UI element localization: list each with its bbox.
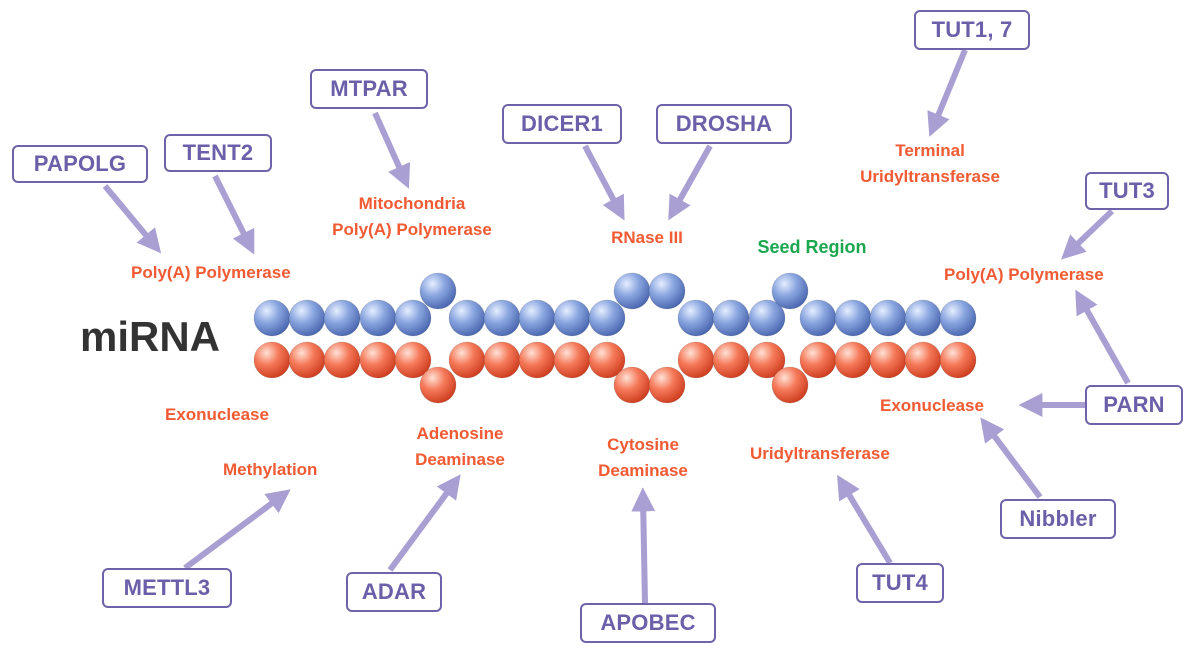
activity-terminal-line1: Terminal — [895, 141, 965, 160]
arrow-tut1-7 — [927, 48, 968, 137]
upper-nucleotide — [904, 299, 942, 337]
lower-nucleotide-bulge — [613, 366, 651, 404]
arrow-nibbler — [980, 417, 1043, 499]
enzyme-drosha: DROSHA — [656, 104, 792, 144]
enzyme-adar: ADAR — [346, 572, 442, 612]
lower-nucleotide — [869, 341, 907, 379]
upper-nucleotide — [677, 299, 715, 337]
lower-nucleotide — [712, 341, 750, 379]
arrow-adar — [387, 474, 461, 572]
mirna-label: miRNA — [80, 313, 221, 360]
lower-nucleotide-bulge — [648, 366, 686, 404]
lower-nucleotide — [939, 341, 977, 379]
upper-nucleotide-bulge — [419, 272, 457, 310]
activity-cytosine-line1: Cytosine — [607, 435, 679, 454]
enzyme-nibbler: Nibbler — [1000, 499, 1116, 539]
lower-nucleotide — [323, 341, 361, 379]
enzyme-tut4: TUT4 — [856, 563, 944, 603]
arrow-dicer1 — [582, 144, 625, 221]
activity-rnase-iii: RNase III — [611, 228, 683, 247]
lower-nucleotide-bulge — [771, 366, 809, 404]
arrow-parn-up — [1075, 289, 1131, 385]
arrow-mettl3 — [183, 489, 291, 571]
upper-nucleotide — [323, 299, 361, 337]
activity-terminal-line2: Uridyltransferase — [860, 167, 1000, 186]
lower-nucleotide — [553, 341, 591, 379]
activity-poly-a-left: Poly(A) Polymerase — [131, 263, 291, 282]
activity-cytosine-line2: Deaminase — [598, 461, 688, 480]
upper-nucleotide — [448, 299, 486, 337]
lower-nucleotide — [834, 341, 872, 379]
enzyme-parn: PARN — [1085, 385, 1183, 425]
enzyme-mtpar: MTPAR — [310, 69, 428, 109]
arrow-tent2 — [212, 174, 255, 255]
activity-mito-line2: Poly(A) Polymerase — [332, 220, 492, 239]
activity-mito-line1: Mitochondria — [358, 194, 466, 213]
seed-region-label: Seed Region — [757, 237, 867, 257]
lower-nucleotide — [359, 341, 397, 379]
lower-nucleotide — [677, 341, 715, 379]
lower-nucleotide — [904, 341, 942, 379]
enzyme-apobec: APOBEC — [580, 603, 716, 643]
upper-nucleotide — [518, 299, 556, 337]
upper-nucleotide — [869, 299, 907, 337]
upper-nucleotide-bulge — [648, 272, 686, 310]
lower-nucleotide — [394, 341, 432, 379]
activity-uridyltransferase: Uridyltransferase — [750, 444, 890, 463]
lower-nucleotide — [288, 341, 326, 379]
arrow-mtpar — [372, 111, 411, 189]
enzyme-papolg: PAPOLG — [12, 145, 148, 183]
activity-exonuclease-right: Exonuclease — [880, 396, 984, 415]
enzyme-tent2: TENT2 — [164, 134, 272, 172]
upper-nucleotide — [939, 299, 977, 337]
arrow-apobec — [631, 487, 656, 604]
upper-nucleotide — [799, 299, 837, 337]
upper-nucleotide — [394, 299, 432, 337]
lower-nucleotide — [483, 341, 521, 379]
upper-nucleotide-bulge — [613, 272, 651, 310]
activity-poly-a-right: Poly(A) Polymerase — [944, 265, 1104, 284]
activity-methylation: Methylation — [223, 460, 318, 479]
enzyme-mettl3: METTL3 — [102, 568, 232, 608]
upper-nucleotide — [288, 299, 326, 337]
arrow-drosha — [668, 144, 713, 221]
lower-nucleotide — [253, 341, 291, 379]
upper-nucleotide — [359, 299, 397, 337]
upper-nucleotide — [834, 299, 872, 337]
activity-adenosine-line2: Deaminase — [415, 450, 505, 469]
activity-exonuclease-left: Exonuclease — [165, 405, 269, 424]
lower-nucleotide — [748, 341, 786, 379]
upper-nucleotide — [712, 299, 750, 337]
arrows — [102, 48, 1131, 604]
upper-nucleotide — [588, 299, 626, 337]
lower-nucleotide — [799, 341, 837, 379]
activity-adenosine-line1: Adenosine — [416, 424, 504, 443]
upper-nucleotide — [253, 299, 291, 337]
upper-strand — [253, 272, 977, 337]
upper-nucleotide — [553, 299, 591, 337]
lower-nucleotide — [588, 341, 626, 379]
lower-nucleotide-bulge — [419, 366, 457, 404]
arrow-tut3 — [1061, 208, 1115, 260]
upper-nucleotide-bulge — [771, 272, 809, 310]
upper-nucleotide — [483, 299, 521, 337]
arrow-tut4 — [837, 474, 893, 565]
arrow-papolg — [102, 184, 162, 254]
lower-nucleotide — [448, 341, 486, 379]
lower-nucleotide — [518, 341, 556, 379]
upper-nucleotide — [748, 299, 786, 337]
enzyme-tut3: TUT3 — [1085, 172, 1169, 210]
lower-strand — [253, 341, 977, 404]
enzyme-tut1-7: TUT1, 7 — [914, 10, 1030, 50]
enzyme-dicer1: DICER1 — [502, 104, 622, 144]
